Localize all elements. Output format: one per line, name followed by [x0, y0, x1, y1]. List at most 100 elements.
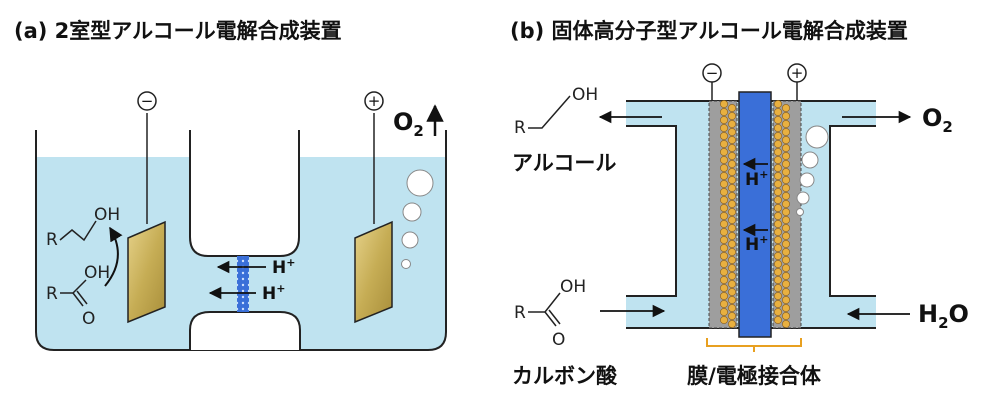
catalyst-particle [728, 112, 736, 120]
panel-b-title: (b) 固体高分子型アルコール電解合成装置 [510, 19, 908, 43]
catalyst-particle [720, 172, 728, 180]
catalyst-particle [720, 308, 728, 316]
catalyst-particle [728, 184, 736, 192]
catalyst-particle [782, 240, 790, 248]
catalyst-particle [774, 260, 782, 268]
catalyst-particle [720, 188, 728, 196]
panel-a-plus-terminal [364, 91, 384, 111]
panel-a-hplus-2: H+ [262, 282, 285, 304]
catalyst-particle [728, 176, 736, 184]
catalyst-particle [782, 192, 790, 200]
svg-text:R: R [514, 303, 526, 323]
panel-b-membrane [738, 91, 772, 338]
catalyst-particle [728, 304, 736, 312]
catalyst-particle [720, 132, 728, 140]
catalyst-particle [782, 272, 790, 280]
panel-b-plus-sign: + [791, 64, 804, 82]
catalyst-particle [774, 132, 782, 140]
catalyst-particle [728, 288, 736, 296]
catalyst-particle [782, 176, 790, 184]
catalyst-particle [782, 216, 790, 224]
svg-text:R: R [46, 284, 58, 304]
catalyst-particle [728, 136, 736, 144]
catalyst-particle [720, 292, 728, 300]
panel-b-h2o: H2O [918, 300, 969, 332]
panel-a-carboxylic-acid: R OH O [46, 263, 110, 329]
catalyst-particle [720, 244, 728, 252]
catalyst-particle [774, 124, 782, 132]
catalyst-particle [720, 300, 728, 308]
catalyst-particle [774, 300, 782, 308]
catalyst-particle [782, 320, 790, 328]
catalyst-particle [728, 120, 736, 128]
panel-a-title: (a) 2室型アルコール電解合成装置 [14, 19, 342, 43]
catalyst-particle [774, 148, 782, 156]
catalyst-particle [720, 108, 728, 116]
panel-a-membrane [237, 256, 249, 312]
svg-text:OH: OH [560, 277, 586, 297]
panel-a-plus-sign: + [368, 92, 381, 110]
catalyst-particle [782, 248, 790, 256]
catalyst-particle [782, 208, 790, 216]
panel-b-mea-bracket [706, 338, 802, 352]
catalyst-particle [774, 212, 782, 220]
catalyst-particle [774, 116, 782, 124]
panel-a-cathode [127, 220, 166, 324]
catalyst-particle [774, 284, 782, 292]
panel-b-plus-terminal [787, 63, 807, 83]
catalyst-particle [774, 172, 782, 180]
catalyst-particle [774, 180, 782, 188]
catalyst-particle [782, 256, 790, 264]
catalyst-particle [720, 196, 728, 204]
catalyst-particle [720, 148, 728, 156]
panel-b-minus-terminal [702, 63, 722, 83]
catalyst-particle [728, 192, 736, 200]
panel-b-alcohol-label: アルコール [512, 151, 616, 175]
catalyst-particle [728, 240, 736, 248]
catalyst-particle [774, 188, 782, 196]
svg-text:OH: OH [84, 263, 110, 283]
catalyst-particle [782, 232, 790, 240]
panel-a-bubbles [401, 169, 434, 269]
panel-a-minus-terminal [137, 91, 157, 111]
catalyst-particle [782, 144, 790, 152]
catalyst-particle [782, 184, 790, 192]
catalyst-particle [720, 252, 728, 260]
catalyst-particle [774, 100, 782, 108]
panel-a-o2: O2 [393, 108, 424, 140]
catalyst-particle [774, 108, 782, 116]
catalyst-particle [720, 124, 728, 132]
catalyst-particle [728, 200, 736, 208]
panel-a-minus-sign: − [141, 92, 154, 110]
catalyst-particle [728, 312, 736, 320]
catalyst-particle [728, 280, 736, 288]
catalyst-particle [728, 256, 736, 264]
panel-a-hplus-1: H+ [272, 256, 295, 278]
catalyst-particle [720, 116, 728, 124]
catalyst-particle [720, 316, 728, 324]
catalyst-particle [782, 224, 790, 232]
panel-b: (b) 固体高分子型アルコール電解合成装置 − + H+ H+ [510, 19, 969, 388]
catalyst-particle [720, 228, 728, 236]
panel-b-mea-label: 膜/電極接合体 [687, 364, 822, 388]
catalyst-particle [720, 284, 728, 292]
catalyst-particle [774, 316, 782, 324]
catalyst-particle [774, 292, 782, 300]
catalyst-particle [720, 180, 728, 188]
catalyst-particle [782, 104, 790, 112]
panel-b-bubbles [796, 125, 829, 216]
panel-a-anode [354, 220, 393, 324]
catalyst-particle [782, 152, 790, 160]
catalyst-particle [728, 224, 736, 232]
panel-b-alcohol: R OH [514, 85, 598, 138]
catalyst-particle [782, 136, 790, 144]
catalyst-particle [720, 164, 728, 172]
panel-a-bottom-bump [189, 311, 301, 350]
catalyst-particle [774, 268, 782, 276]
catalyst-particle [782, 288, 790, 296]
panel-a-reaction-arrow [104, 226, 123, 287]
catalyst-particle [720, 236, 728, 244]
catalyst-particle [774, 164, 782, 172]
catalyst-particle [782, 296, 790, 304]
